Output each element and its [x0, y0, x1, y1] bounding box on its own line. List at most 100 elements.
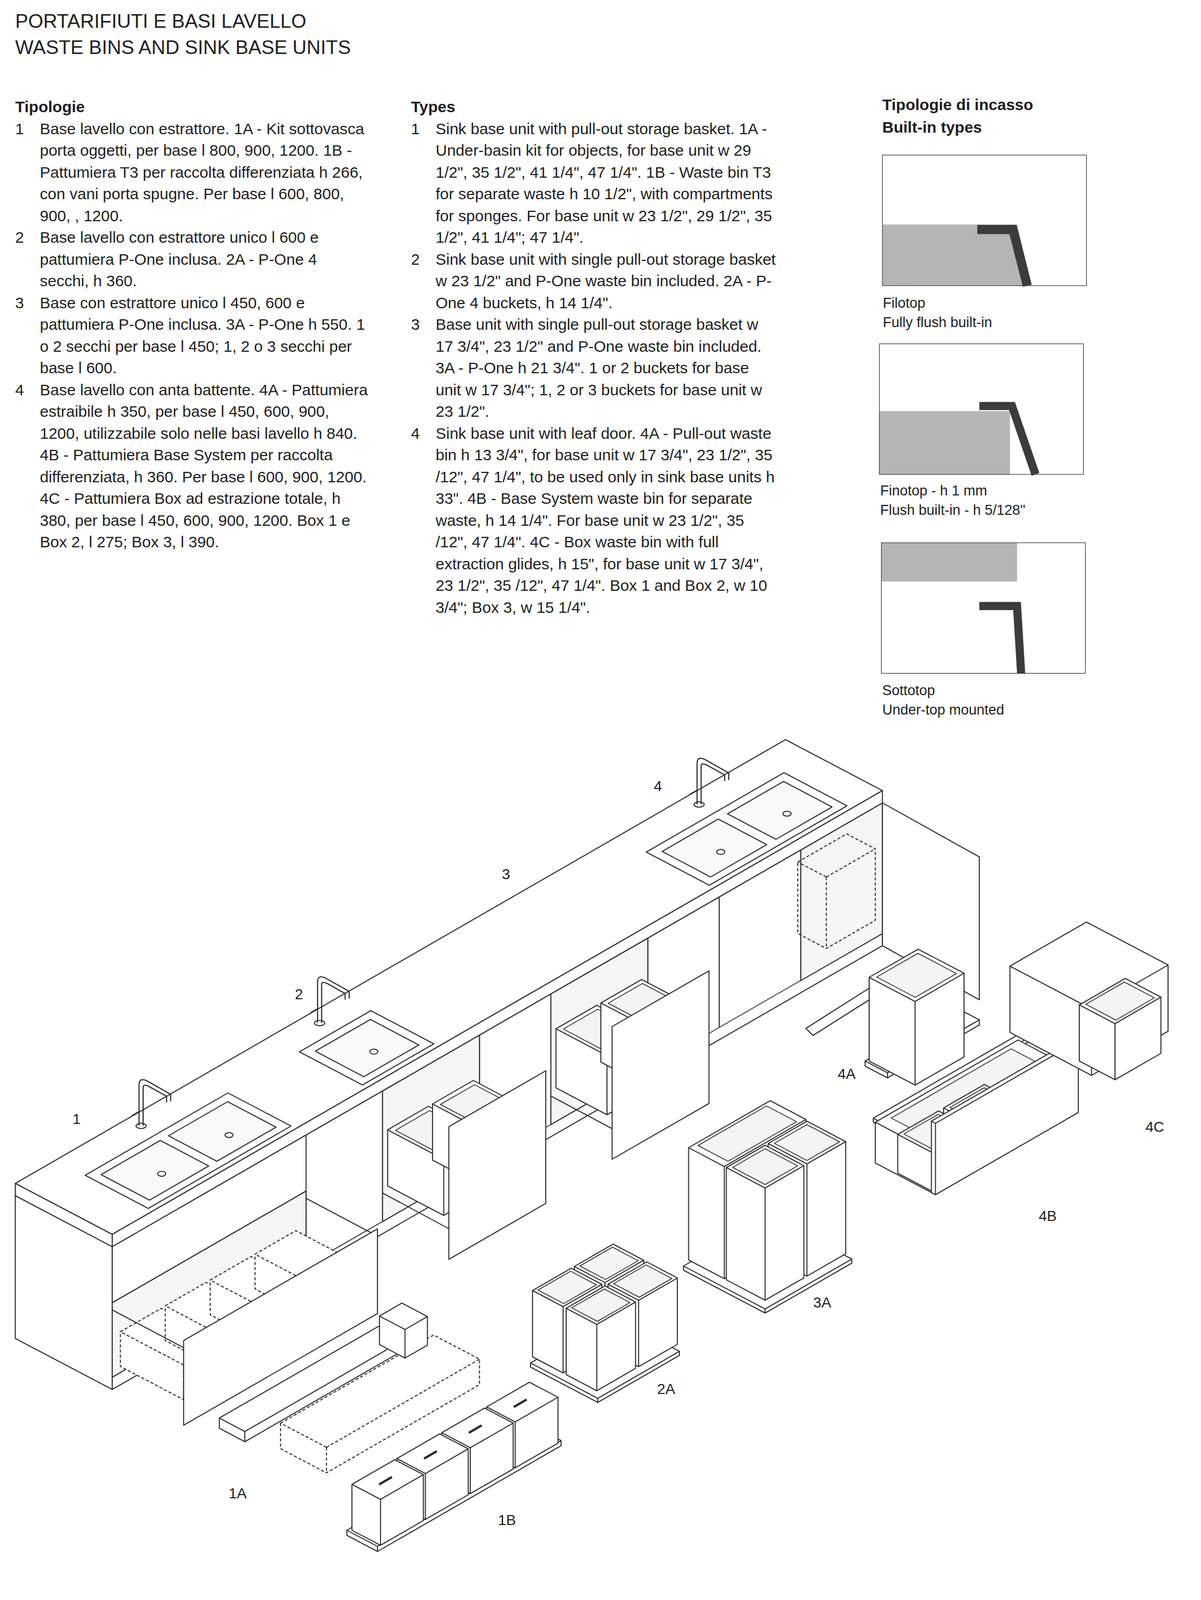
faucet — [132, 1079, 171, 1126]
caption: Filotop — [882, 293, 926, 313]
bin-opening — [732, 1148, 798, 1185]
drain — [783, 810, 792, 816]
item-number: 4 — [15, 379, 40, 402]
lid-slot — [513, 1399, 527, 1408]
bin-opening — [1085, 981, 1155, 1021]
bin-outline — [797, 834, 876, 949]
faucet — [689, 758, 729, 805]
item-text: Sink base unit with single pull-out stor… — [435, 248, 778, 315]
caption: Finotop - h 1 mm — [880, 481, 988, 501]
caption: Fully flush built-in — [882, 312, 993, 332]
drain — [716, 849, 726, 854]
drawer-side — [112, 1310, 184, 1348]
bin-base — [597, 1398, 599, 1403]
countertop-section — [881, 542, 1017, 582]
waste-bin — [351, 1484, 381, 1500]
waste-bin — [443, 1159, 445, 1216]
caption: Flush built-in - h 5/128" — [880, 500, 1026, 520]
kit-outline — [326, 1447, 328, 1474]
waste-bin — [764, 1187, 766, 1301]
storage-tray — [244, 1431, 246, 1442]
frame — [881, 542, 1086, 674]
drain — [369, 1048, 378, 1054]
list-item: 3Base con estrattore unico l 450, 600 e … — [15, 291, 371, 380]
countertop-section — [879, 410, 1011, 475]
callout-number: 1B — [496, 1511, 518, 1530]
waste-bin — [869, 949, 965, 1086]
bin-base — [764, 1308, 766, 1314]
door-panel — [612, 970, 710, 1160]
bin-outline — [797, 861, 827, 878]
callout-number: 4A — [836, 1065, 858, 1084]
bin-opening — [571, 1289, 631, 1322]
page-title: PORTARIFIUTI E BASI LAVELLO — [15, 8, 307, 35]
bin-outline — [825, 877, 827, 949]
waste-bin — [562, 1306, 564, 1373]
item-number: 1 — [410, 117, 436, 140]
drain — [157, 1171, 167, 1176]
waste-bin — [806, 1163, 808, 1276]
item-number: 3 — [15, 291, 40, 315]
text-column: Types1Sink base unit with pull-out stora… — [410, 95, 778, 619]
waste-bin — [469, 1447, 471, 1495]
drawer-side — [306, 1198, 378, 1237]
list-item: 2Base lavello con estrattore unico l 600… — [15, 226, 371, 292]
frame — [882, 155, 1087, 286]
waste-bin — [470, 1422, 514, 1448]
bin-outline — [826, 848, 875, 878]
item-text: Sink base unit with pull-out storage bas… — [435, 117, 778, 249]
callout-number: 1A — [226, 1484, 248, 1503]
list-item: 3Base unit with single pull-out storage … — [410, 313, 778, 423]
bin-opening — [613, 1264, 672, 1298]
sink-basin — [315, 1019, 420, 1077]
caption: Under-top mounted — [882, 700, 1005, 720]
sink — [299, 1010, 434, 1086]
callout-number: 2 — [293, 985, 305, 1004]
item-number: 4 — [410, 422, 436, 445]
callout-number: 3A — [811, 1293, 833, 1312]
waste-bin — [596, 1324, 598, 1391]
built-in-diagram — [881, 542, 1086, 674]
waste-bin — [914, 1001, 916, 1086]
box-unit — [1010, 966, 1092, 1010]
item-text: Base con estrattore unico l 450, 600 e p… — [39, 291, 371, 380]
bin-tray — [376, 1546, 378, 1552]
drawer-front — [931, 1039, 1079, 1195]
section-heading: Tipologie di incasso — [882, 93, 1034, 116]
tray-upright — [379, 1315, 406, 1330]
waste-bin — [514, 1421, 516, 1468]
waste-bin — [726, 1145, 805, 1301]
list-item: 4Base lavello con anta battente. 4A - Pa… — [15, 379, 371, 554]
tray-upright — [405, 1316, 428, 1330]
sink-basin — [168, 1101, 276, 1162]
item-number: 1 — [15, 117, 40, 140]
caption: Sottotop — [882, 680, 936, 700]
waste-bin — [380, 1499, 382, 1546]
frame — [879, 343, 1084, 475]
faucet-base — [314, 1020, 325, 1026]
countertop-section — [882, 224, 1032, 286]
kit-outline — [280, 1423, 327, 1448]
faucet — [310, 976, 350, 1023]
section-heading: Built-in types — [882, 116, 982, 139]
faucet-base — [135, 1123, 146, 1129]
kitchen-drawing — [15, 739, 1168, 1552]
waste-bin — [1079, 978, 1162, 1080]
tray-upright — [404, 1329, 406, 1358]
drain — [224, 1132, 234, 1138]
sink-profile — [979, 606, 1022, 674]
storage-tray — [219, 1418, 245, 1432]
list-item: 1Sink base unit with pull-out storage ba… — [410, 117, 778, 249]
sink — [84, 1093, 291, 1209]
waste-bin — [351, 1459, 424, 1545]
lid-slot — [424, 1451, 438, 1459]
item-text: Base lavello con estrattore. 1A - Kit so… — [39, 117, 371, 227]
callout-number: 4 — [652, 777, 664, 796]
slide-plate — [886, 1072, 889, 1078]
waste-bin — [515, 1397, 559, 1422]
sink-basin — [662, 818, 767, 877]
page-title: WASTE BINS AND SINK BASE UNITS — [15, 34, 351, 61]
sink-basin — [101, 1140, 209, 1200]
countertop-edge — [112, 790, 883, 1247]
